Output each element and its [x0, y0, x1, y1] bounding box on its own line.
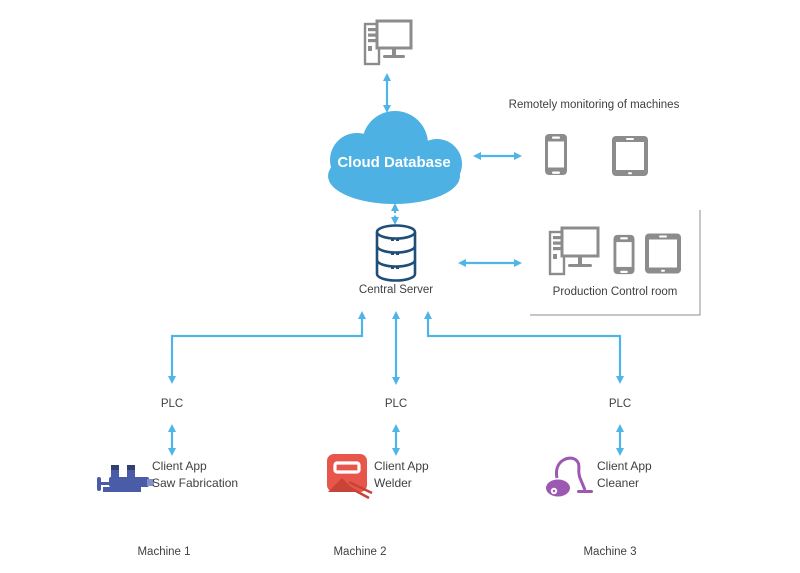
monitoring-tablet	[611, 134, 649, 178]
arrow-cloud-monitoring	[473, 152, 522, 160]
machine3-app-node	[545, 452, 597, 498]
machine1-app-line1: Client App	[152, 459, 207, 473]
plc3-label: PLC	[608, 398, 632, 410]
machine3-app-label: Client App Cleaner	[597, 458, 652, 492]
welder-mask-icon	[327, 454, 373, 500]
machine2-app-label: Client App Welder	[374, 458, 429, 492]
arrow-plc1-app	[168, 424, 176, 456]
control-room-tablet	[644, 231, 682, 276]
control-room-box-border	[530, 210, 701, 316]
central-server-label: Central Server	[358, 284, 434, 296]
vise-icon	[97, 465, 154, 492]
arrow-server-plc1	[168, 311, 366, 384]
monitoring-label: Remotely monitoring of machines	[508, 99, 680, 111]
control-room-smartphone	[611, 233, 637, 276]
machine1-app-node	[97, 455, 155, 495]
machine1-app-label: Client App Saw Fabrication	[152, 458, 238, 492]
plc1-label: PLC	[160, 398, 184, 410]
plc2-label: PLC	[384, 398, 408, 410]
arrow-server-controlroom	[458, 259, 522, 267]
arrow-plc2-app	[392, 424, 400, 456]
tablet-icon	[612, 136, 648, 176]
tablet-icon	[645, 233, 681, 274]
machine2-label: Machine 2	[333, 546, 387, 558]
control-room-label: Production Control room	[552, 286, 678, 298]
smartphone-icon	[613, 234, 635, 275]
arrow-server-plc2	[392, 311, 400, 385]
cloud-database-node: Cloud Database	[315, 110, 473, 207]
monitoring-smartphone	[543, 132, 569, 177]
database-icon	[375, 224, 417, 282]
machine2-app-line2: Welder	[374, 476, 412, 490]
machine3-app-line1: Client App	[597, 459, 652, 473]
vacuum-cleaner-icon	[546, 456, 593, 497]
machine3-label: Machine 3	[583, 546, 637, 558]
remote-client-node	[353, 16, 417, 72]
arrow-server-plc3	[424, 311, 624, 384]
central-server-node	[373, 223, 419, 283]
arrow-client-cloud	[383, 73, 391, 113]
cloud-icon	[328, 111, 462, 204]
arrow-plc3-app	[616, 424, 624, 456]
arrow-cloud-server	[391, 203, 399, 225]
desktop-computer-icon	[363, 19, 413, 66]
machine2-app-line1: Client App	[374, 459, 429, 473]
desktop-computer-icon	[548, 226, 600, 276]
smartphone-icon	[545, 134, 567, 175]
cloud-database-label: Cloud Database	[337, 154, 451, 171]
machine2-app-node	[325, 452, 373, 500]
machine1-label: Machine 1	[137, 546, 191, 558]
machine1-app-line2: Saw Fabrication	[152, 476, 239, 490]
control-room-desktop	[546, 224, 602, 280]
machine3-app-line2: Cleaner	[597, 476, 640, 490]
